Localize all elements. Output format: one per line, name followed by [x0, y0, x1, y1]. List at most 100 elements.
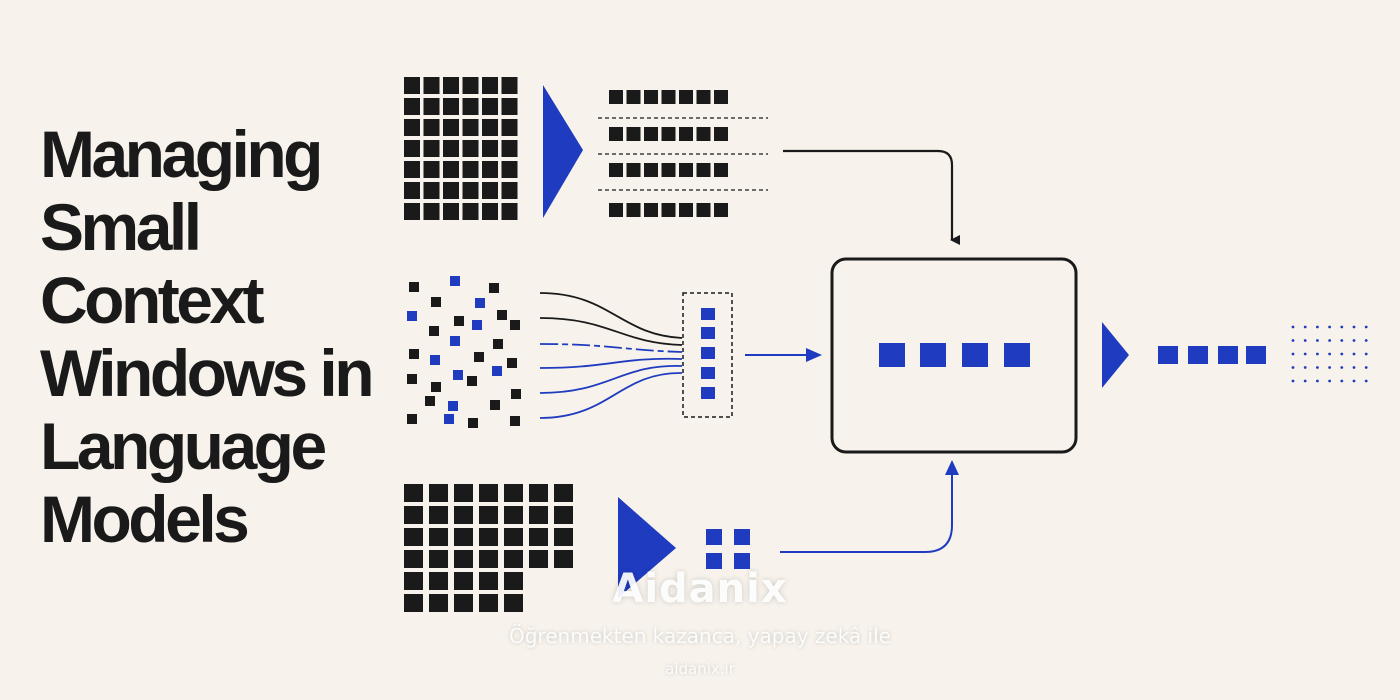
token-square [626, 163, 641, 177]
bottom-arrowhead-icon [945, 460, 959, 475]
token-square [423, 77, 440, 94]
token-square [661, 127, 676, 141]
token-square [679, 90, 693, 104]
output-dot [1340, 339, 1344, 342]
token-square [679, 127, 693, 141]
token-square [453, 370, 463, 380]
token-square [475, 298, 485, 308]
compression-arrow-icon [618, 497, 676, 598]
token-square [407, 311, 417, 321]
scattered-tokens [407, 276, 521, 428]
token-square [479, 572, 498, 590]
token-square [429, 326, 439, 336]
token-square [714, 127, 728, 141]
chunk-separators [598, 117, 768, 191]
token-square [425, 396, 435, 406]
token-square [482, 119, 498, 136]
output-dot [1303, 352, 1307, 356]
token-square [472, 320, 482, 330]
token-square [661, 203, 676, 217]
title-line: Language [40, 409, 327, 483]
token-square [554, 506, 573, 524]
token-square [454, 316, 464, 326]
token-square [501, 182, 518, 199]
token-square [479, 484, 498, 502]
compressed-token-block [706, 529, 750, 569]
token-square [404, 572, 423, 590]
token-square [423, 182, 440, 199]
token-square [644, 90, 658, 104]
token-square [404, 119, 420, 136]
token-square [429, 550, 448, 568]
processed-tokens [879, 343, 1030, 367]
token-square [626, 203, 641, 217]
token-square [404, 182, 420, 199]
token-square [423, 119, 440, 136]
token-square [409, 282, 419, 292]
token-square [501, 119, 518, 136]
token-square [462, 119, 479, 136]
token-square [644, 163, 658, 177]
token-square [714, 203, 728, 217]
token-flow-lines [539, 292, 683, 419]
output-dot [1352, 379, 1356, 383]
token-square [714, 163, 728, 177]
token-square [404, 484, 423, 502]
token-square [489, 283, 499, 293]
token-square [504, 528, 523, 546]
token-square [429, 484, 448, 502]
token-square [626, 127, 641, 141]
output-dot [1316, 339, 1319, 342]
token-square [462, 182, 479, 199]
token-square [609, 90, 623, 104]
token-square [501, 77, 518, 94]
token-square [404, 594, 423, 612]
token-square [431, 297, 441, 307]
output-dot [1364, 366, 1368, 369]
context-window-frame [682, 292, 733, 418]
token-square [554, 550, 573, 568]
output-dot [1303, 325, 1307, 329]
token-square [679, 163, 693, 177]
token-square [529, 484, 548, 502]
output-dot [1364, 325, 1368, 329]
token-square [423, 161, 440, 178]
model-processor-box [830, 257, 1078, 454]
output-dot [1328, 339, 1331, 342]
token-square [482, 161, 498, 178]
token-square [467, 376, 477, 386]
token-square [431, 382, 441, 392]
token-square [468, 418, 478, 428]
token-square [429, 528, 448, 546]
token-square [443, 203, 459, 220]
token-square [504, 484, 523, 502]
token-square [404, 140, 420, 157]
token-square [454, 594, 473, 612]
token-square [511, 389, 521, 399]
token-square [462, 161, 479, 178]
output-dot [1303, 339, 1307, 342]
token-square [454, 484, 473, 502]
token-square [443, 161, 459, 178]
token-square [696, 127, 711, 141]
output-dot [1352, 339, 1356, 342]
token-square [450, 336, 460, 346]
token-square [714, 90, 728, 104]
token-square [409, 349, 419, 359]
token-square [448, 401, 458, 411]
token-square [504, 550, 523, 568]
token-square [554, 484, 573, 502]
token-square [482, 77, 498, 94]
output-dot [1291, 379, 1295, 383]
output-dot [1303, 366, 1307, 369]
token-square [443, 119, 459, 136]
output-dot [1352, 325, 1356, 329]
token-square [626, 90, 641, 104]
output-arrow-icon [1102, 322, 1129, 388]
token-square [404, 506, 423, 524]
output-dot [1328, 325, 1331, 329]
token-square [661, 90, 676, 104]
title-line: Context [40, 263, 265, 337]
token-square [504, 594, 523, 612]
